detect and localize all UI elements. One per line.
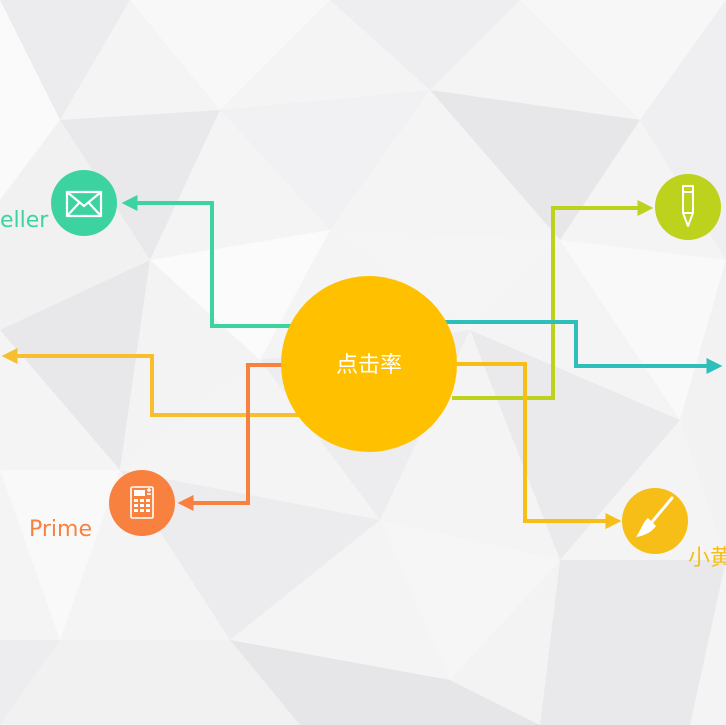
connector-mail <box>121 195 300 328</box>
node-pencil[interactable] <box>655 174 721 240</box>
connector-left <box>1 348 300 417</box>
calculator-keys <box>134 499 150 512</box>
envelope-icon <box>65 190 103 218</box>
connector-brush <box>455 362 622 529</box>
connector-right <box>445 320 723 374</box>
node-brush[interactable] <box>622 488 688 554</box>
calculator-icon <box>130 486 154 519</box>
hub-node[interactable]: 点击率 <box>281 276 457 452</box>
node-label-mail: eller <box>0 208 49 233</box>
node-label-brush: 小黄 <box>688 546 726 571</box>
brush-icon <box>636 496 674 537</box>
node-mail[interactable] <box>51 170 117 236</box>
hub-label: 点击率 <box>336 353 402 378</box>
node-calc[interactable] <box>109 470 175 536</box>
node-label-calc: Prime <box>29 517 93 542</box>
connector-calc <box>177 363 296 511</box>
connector-pencil <box>452 200 654 400</box>
pencil-icon <box>682 185 694 227</box>
